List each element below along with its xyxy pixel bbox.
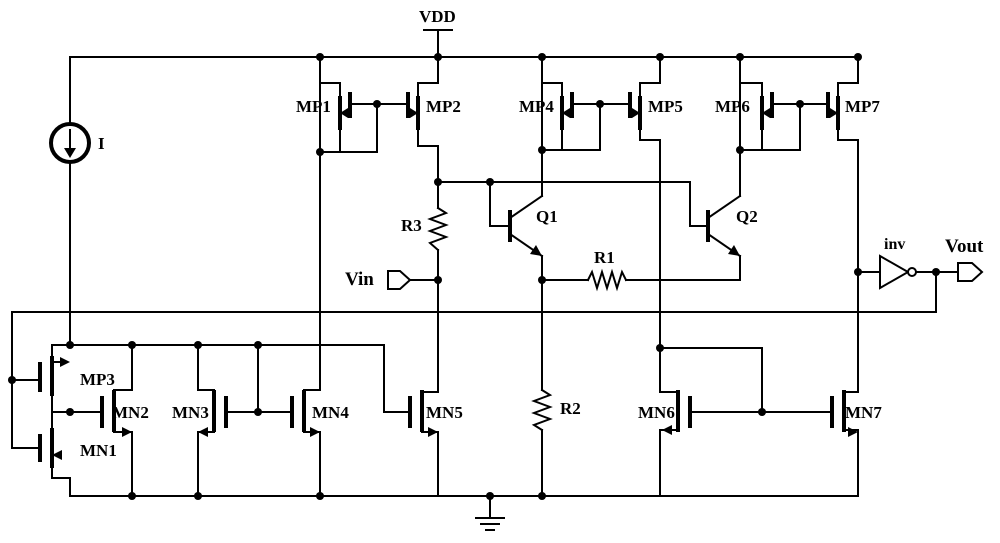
mn6-label: MN6 xyxy=(638,403,675,422)
transistor-mp4: MP4 xyxy=(519,92,600,130)
current-source-label: I xyxy=(98,134,105,153)
mn5-label: MN5 xyxy=(426,403,463,422)
mp4-label: MP4 xyxy=(519,97,554,116)
transistor-mp1: MP1 xyxy=(296,92,377,130)
mp2-label: MP2 xyxy=(426,97,461,116)
mp1-label: MP1 xyxy=(296,97,331,116)
transistor-mp5: MP5 xyxy=(614,92,683,130)
transistor-mn2: MN2 xyxy=(92,390,149,437)
vout-label: Vout xyxy=(945,236,984,257)
vin-label: Vin xyxy=(345,269,374,290)
transistor-mn7: MN7 xyxy=(820,390,882,437)
mn7-label: MN7 xyxy=(845,403,882,422)
vdd-symbol: VDD xyxy=(419,7,456,26)
r3-label: R3 xyxy=(401,216,422,235)
resistor-r1: R1 xyxy=(588,248,626,288)
transistor-mn6: MN6 xyxy=(638,390,700,435)
inverter-inv: inv xyxy=(880,236,916,288)
mp6-label: MP6 xyxy=(715,97,750,116)
current-source: I xyxy=(51,124,105,162)
q2-label: Q2 xyxy=(736,207,758,226)
mn3-label: MN3 xyxy=(172,403,209,422)
transistor-mp6: MP6 xyxy=(715,92,800,130)
transistor-mn4: MN4 xyxy=(286,390,349,437)
resistor-r2: R2 xyxy=(534,390,581,430)
ground-symbol xyxy=(476,518,504,530)
r2-label: R2 xyxy=(560,399,581,418)
transistor-q2: Q2 xyxy=(708,196,758,256)
mp5-label: MP5 xyxy=(648,97,683,116)
mn1-label: MN1 xyxy=(80,441,117,460)
port-vout: Vout xyxy=(945,236,984,281)
vdd-label: VDD xyxy=(419,7,456,26)
inv-label: inv xyxy=(884,236,905,253)
transistor-mp7: MP7 xyxy=(812,92,880,130)
mp3-label: MP3 xyxy=(80,370,115,389)
transistor-mn3: MN3 xyxy=(172,390,230,437)
transistor-mp3: MP3 xyxy=(28,356,115,396)
port-vin: Vin xyxy=(345,269,410,290)
mn4-label: MN4 xyxy=(312,403,349,422)
q1-label: Q1 xyxy=(536,207,558,226)
r1-label: R1 xyxy=(594,248,615,267)
resistor-r3: R3 xyxy=(401,208,446,250)
transistor-mp2: MP2 xyxy=(392,92,461,130)
mn2-label: MN2 xyxy=(112,403,149,422)
transistor-q1: Q1 xyxy=(510,196,558,256)
transistor-mn1: MN1 xyxy=(30,428,117,468)
mp7-label: MP7 xyxy=(845,97,880,116)
transistor-mn5: MN5 xyxy=(400,390,463,437)
